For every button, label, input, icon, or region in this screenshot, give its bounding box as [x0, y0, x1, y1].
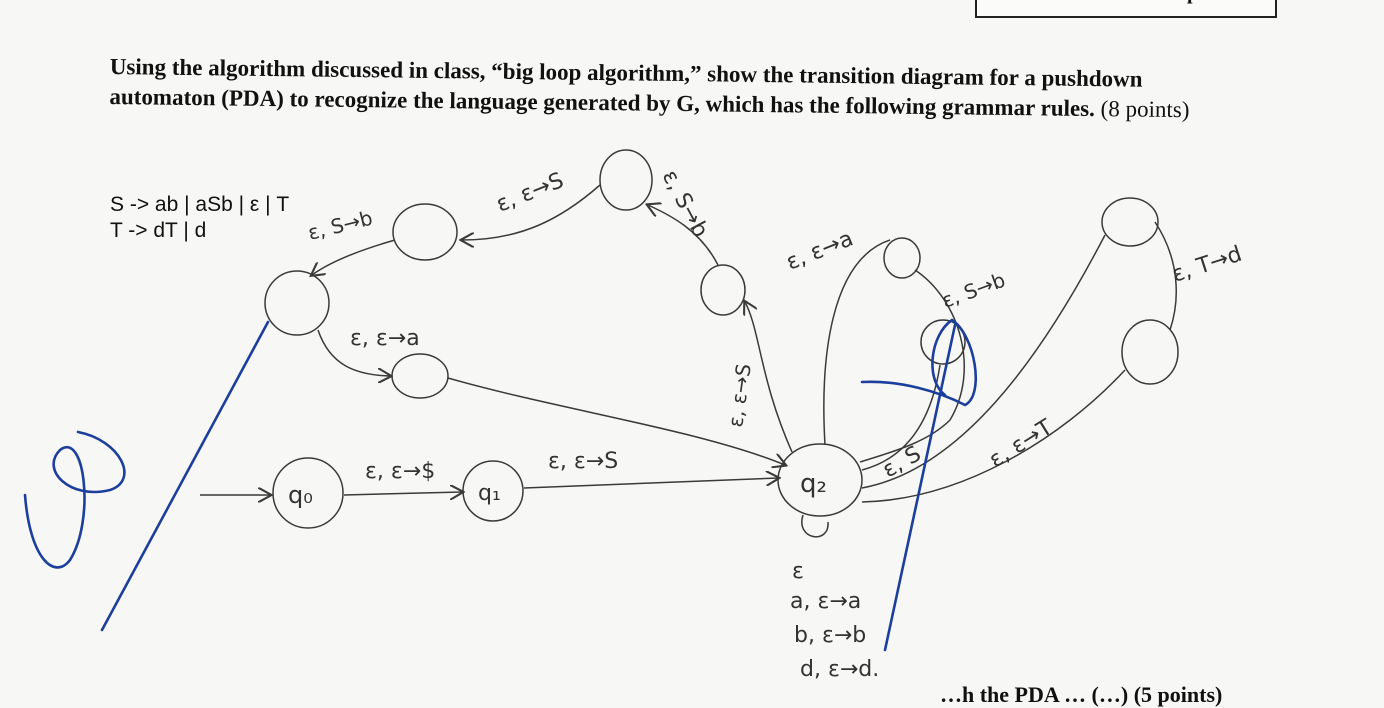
state-right-b — [1121, 319, 1179, 385]
score-box-left: of — [1067, 0, 1084, 5]
trans-top-return: ε, ε→S — [723, 362, 756, 429]
edge-q2-right-a — [861, 234, 1106, 489]
trans-right-d: ε, T→d — [1169, 242, 1245, 288]
trans-self-b: b, ε→b — [794, 623, 866, 648]
state-loop-e — [391, 353, 449, 399]
state-loop-c — [599, 149, 653, 211]
edge-q2-mid-b — [861, 364, 941, 471]
grammar-rule-s: S -> ab | aSb | ε | T — [110, 193, 290, 216]
trans-mid-a: ε, ε→a — [783, 226, 857, 275]
trans-top-start: ε, ε→S — [493, 168, 567, 217]
next-question-partial: …h the PDA … (…) (5 points) — [940, 682, 1223, 707]
grader-slash-left — [100, 320, 270, 632]
trans-q1-q2: ε, ε→S — [548, 449, 618, 474]
edge-right-b-q2 — [861, 369, 1126, 503]
self-loop-q2 — [801, 514, 829, 538]
edge-q2-loop-d — [745, 302, 793, 453]
grammar-rule-t: T -> dT | d — [110, 219, 207, 242]
edge-right-a-b — [1154, 221, 1177, 331]
trans-right-s: ε, S — [879, 442, 926, 484]
state-mid-b — [920, 319, 966, 365]
label-q0: q₀ — [288, 481, 313, 509]
grammar-rules: S -> ab | aSb | ε | T T -> dT | d — [110, 192, 289, 244]
edge-e-q2 — [447, 377, 785, 465]
label-q1: q₁ — [478, 481, 501, 506]
trans-self-a: a, ε→a — [790, 589, 861, 614]
trans-top-s-b: ε, S→b — [657, 166, 713, 242]
state-loop-b — [392, 203, 458, 261]
grader-loop-mark — [860, 318, 978, 407]
edge-b-a — [312, 239, 396, 275]
state-loop-d — [700, 264, 746, 316]
state-mid-a — [883, 237, 921, 279]
edge-q0-q1 — [343, 492, 462, 495]
trans-top-to-first: ε, S→b — [305, 206, 375, 245]
trans-self-eps: ε — [792, 559, 804, 584]
grader-slash-right — [883, 323, 957, 652]
trans-self-d: d, ε→d. — [800, 657, 879, 682]
edge-a-e — [317, 329, 390, 376]
label-q2: q₂ — [800, 469, 827, 499]
score-box-right: points — [1187, 0, 1239, 5]
trans-right-t: ε, ε→T — [985, 415, 1058, 473]
edge-loop-d-c — [648, 205, 719, 266]
state-q0 — [272, 457, 344, 529]
state-right-a — [1101, 197, 1159, 247]
grader-score-mark — [23, 430, 126, 569]
edge-q2-mid-a — [823, 239, 891, 446]
trans-mid-s-b: ε, S→b — [939, 268, 1009, 313]
edge-c-b — [462, 184, 601, 240]
score-box: of points — [975, 0, 1277, 18]
edge-q1-q2 — [523, 478, 778, 489]
state-loop-a — [264, 270, 330, 336]
trans-q0-q1: ε, ε→$ — [365, 459, 435, 484]
grader-marks — [23, 318, 978, 652]
trans-top-a: ε, ε→a — [350, 326, 420, 351]
edge-mid-a-q2 — [859, 269, 965, 463]
